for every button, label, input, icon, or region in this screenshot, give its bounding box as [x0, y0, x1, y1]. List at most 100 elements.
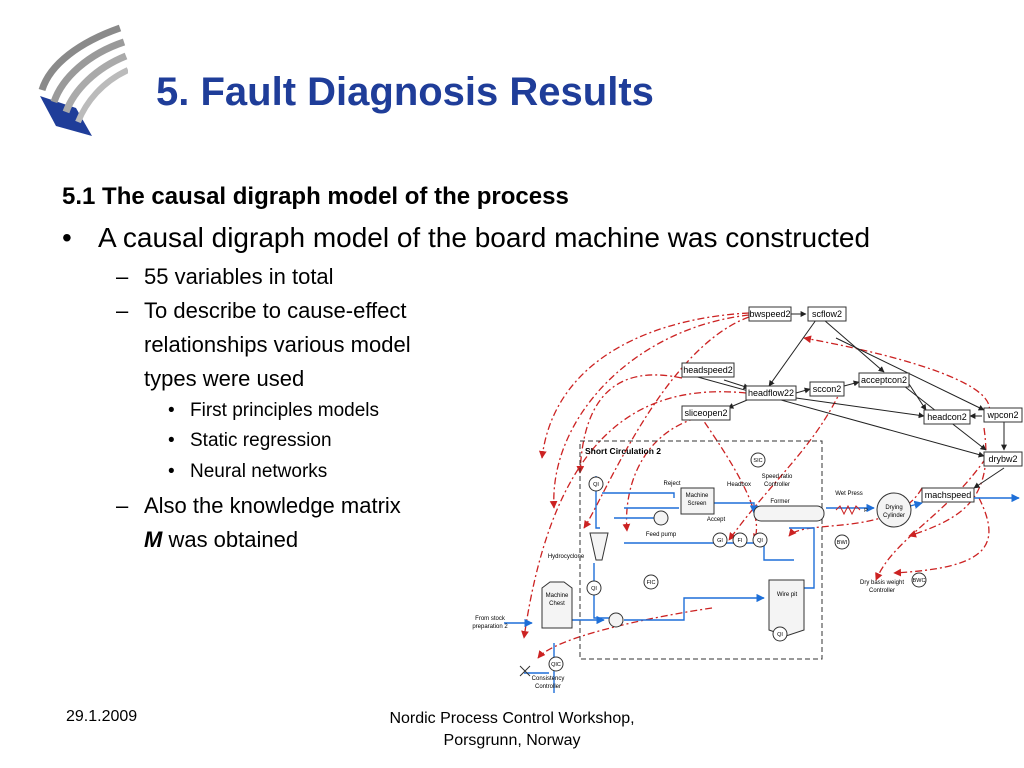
causal-link-red — [537, 607, 713, 659]
process-flow-line — [624, 542, 794, 561]
from-stock-label: preparation 2 — [472, 624, 508, 630]
model-type-text: First principles models — [190, 400, 379, 421]
node-label: sliceopen2 — [684, 408, 727, 418]
speed-ratio-label: Speed ratio — [762, 474, 793, 480]
node-sliceopen2 — [681, 405, 731, 421]
bullet-marker: • — [168, 461, 175, 482]
organization-logo — [38, 24, 128, 136]
sub-item-describe-cont2: types were used — [144, 366, 305, 391]
machine-screen-label: Machine — [686, 493, 709, 499]
causal-link-red — [803, 335, 990, 419]
instrument-bwc — [911, 572, 927, 588]
instrument-label: SIC — [753, 458, 762, 464]
instrument-label: QI — [777, 632, 783, 638]
matrix-symbol: M — [144, 527, 163, 552]
instrument-fi — [732, 532, 748, 548]
dry-basis-label: Controller — [869, 588, 895, 594]
wire-pit-label: Wire pit — [777, 592, 798, 598]
causal-link-red — [538, 312, 750, 459]
node-sccon2 — [809, 381, 845, 397]
process-flow-line — [602, 492, 675, 498]
speed-ratio-label: Controller — [764, 482, 790, 488]
graph-edge — [768, 319, 817, 387]
node-headspeed2 — [681, 362, 735, 378]
node-wpcon2 — [983, 407, 1023, 423]
node-acceptcon2 — [858, 372, 910, 388]
wire-pit-vessel — [768, 579, 805, 637]
feed-pump — [653, 510, 669, 526]
graph-edge — [795, 397, 925, 419]
sub-item-describe-cont1: relationships various model — [144, 332, 411, 357]
instrument-qi-top — [588, 476, 604, 492]
node-label: scflow2 — [812, 309, 842, 319]
sub-item-describe: –To describe to cause-effect — [116, 298, 407, 324]
hydrocyclone-vessel — [589, 532, 609, 561]
instrument-label: FI — [738, 538, 743, 544]
causal-link-red — [695, 409, 761, 542]
wet-press-coil — [835, 504, 861, 516]
bullet-marker: • — [168, 430, 175, 451]
instrument-label: BWC — [913, 578, 926, 584]
dash-marker: – — [116, 264, 129, 289]
node-label: machspeed — [925, 490, 972, 500]
machine-screen-vessel — [680, 487, 715, 515]
reject-label: Reject — [663, 481, 680, 487]
sub-item-text: Also the knowledge matrix — [144, 493, 401, 518]
model-type-text: Static regression — [190, 430, 332, 451]
causal-link-red — [576, 374, 683, 474]
instrument-label: FIC — [647, 580, 656, 586]
instrument-qi-bottom — [772, 626, 788, 642]
sub-item-variables: –55 variables in total — [116, 264, 334, 290]
node-label: acceptcon2 — [861, 375, 907, 385]
graph-edge — [843, 380, 860, 387]
graph-edge — [795, 387, 811, 394]
graph-edge — [693, 375, 985, 458]
dash-marker: – — [116, 298, 129, 323]
instrument-label: GI — [717, 538, 723, 544]
instrument-qi-mid — [752, 532, 768, 548]
short-circulation-label: Short Circulation 2 — [585, 446, 661, 456]
bullet-marker: • — [62, 222, 72, 253]
dash-marker: – — [116, 493, 129, 518]
node-label: headspeed2 — [683, 365, 733, 375]
consistency-label: Consistency — [532, 676, 565, 682]
node-label: wpcon2 — [986, 410, 1018, 420]
causal-link-red — [521, 391, 747, 639]
machine-chest-label: Chest — [549, 601, 565, 607]
footer-date: 29.1.2009 — [66, 708, 138, 725]
process-flow-line — [714, 502, 759, 514]
model-type-static-regression: • Static regression — [168, 430, 332, 452]
process-flow-line — [789, 527, 815, 589]
footer-event: Nordic Process Control Workshop,Porsgrun… — [332, 708, 692, 752]
sub-item-knowledge-cont: M was obtained — [144, 527, 298, 553]
node-label: bwspeed2 — [749, 309, 790, 319]
former-belt — [753, 505, 825, 522]
footer-event-line2: Porsgrunn, Norway — [443, 732, 581, 749]
process-flow-line — [595, 476, 600, 529]
node-label: sccon2 — [813, 384, 842, 394]
causal-link-red — [893, 497, 990, 577]
instrument-label: QI — [593, 482, 599, 488]
model-type-neural-networks: •Neural networks — [168, 461, 327, 483]
node-machspeed — [921, 487, 975, 503]
causal-link-red — [583, 316, 750, 529]
instrument-fic — [643, 574, 659, 590]
feed-pump-label: Feed pump — [646, 532, 677, 538]
main-bullet-text: A causal digraph model of the board mach… — [98, 222, 871, 253]
instrument-label: P — [864, 508, 868, 514]
node-headflow22 — [745, 385, 797, 401]
process-flow-line — [624, 593, 765, 621]
node-label: headcon2 — [927, 412, 967, 422]
instrument-label: QI — [591, 586, 597, 592]
instrument-qi-left — [586, 580, 602, 596]
node-drybw2 — [983, 451, 1023, 467]
section-heading: 5.1 The causal digraph model of the proc… — [62, 183, 569, 210]
bullet-marker: • — [168, 400, 175, 421]
instrument-label: QIC — [551, 662, 561, 668]
instrument-bwi — [834, 534, 850, 550]
model-type-first-principles: • First principles models — [168, 400, 379, 422]
sub-item-text: To describe to cause-effect — [144, 298, 407, 323]
machine-screen-label: Screen — [687, 501, 706, 507]
instrument-label: BWI — [837, 540, 848, 546]
causal-link-red — [549, 314, 750, 509]
